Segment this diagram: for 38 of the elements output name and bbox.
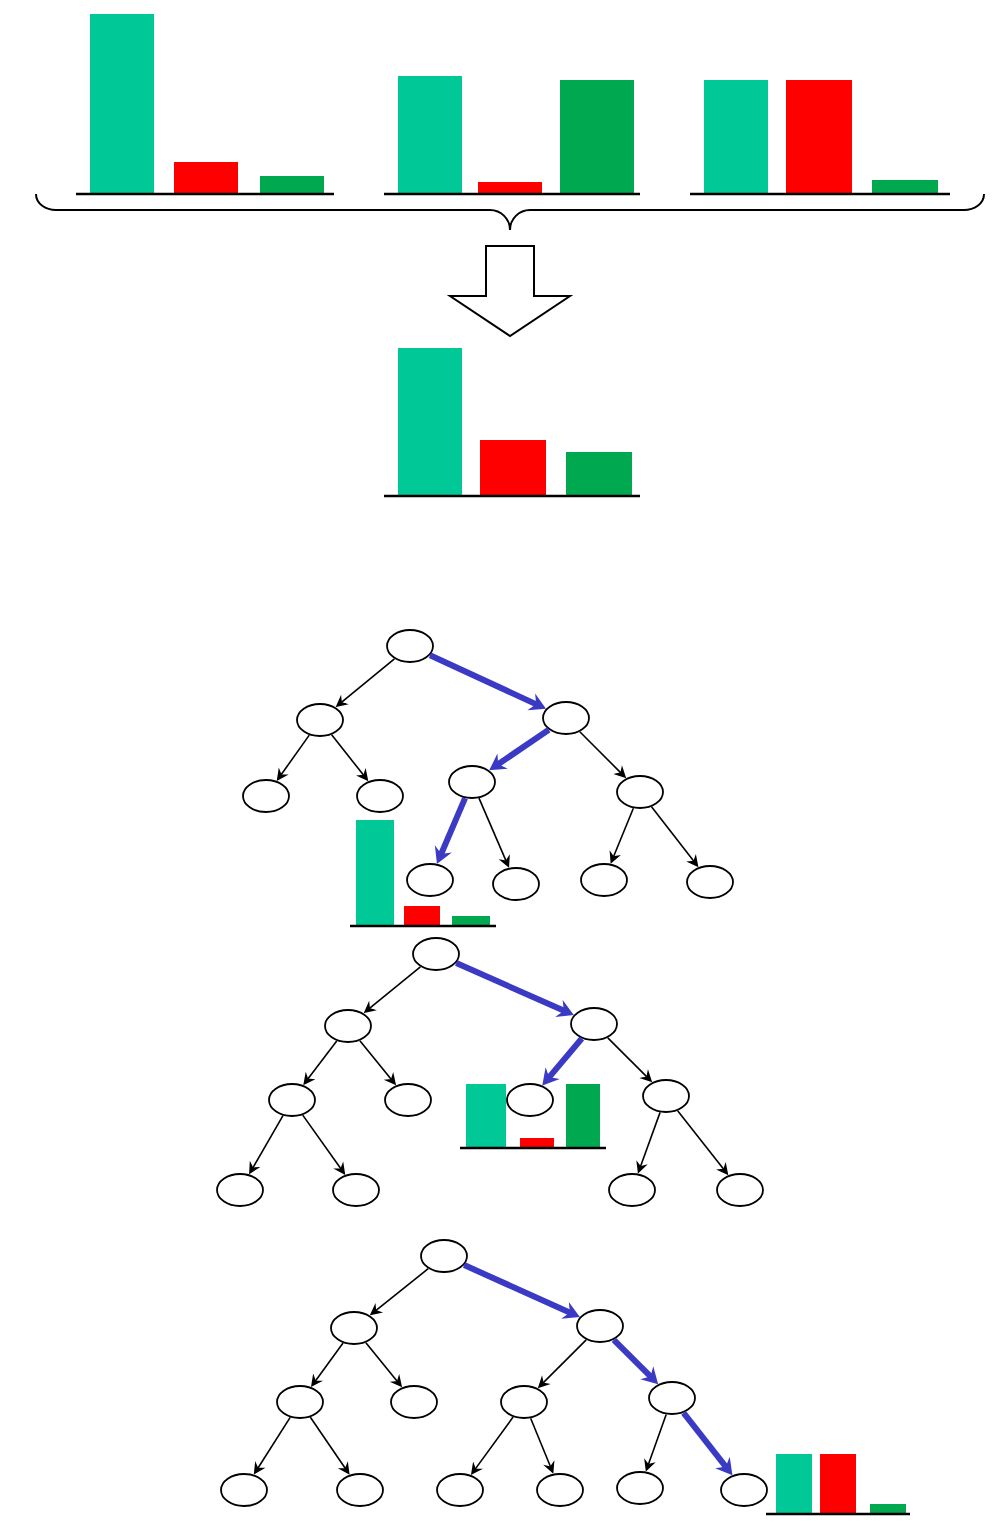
tree-node [268,1083,316,1117]
tree-node [576,1309,624,1343]
tree-node [332,1173,380,1207]
tree-node [616,1471,664,1505]
tree-node [506,1083,554,1117]
tree-node [570,1007,618,1041]
tree-node [608,1173,656,1207]
tree-node [580,863,628,897]
tree-node [686,865,734,899]
tree-node [390,1385,438,1419]
tree-node [324,1009,372,1043]
tree-node [720,1473,768,1507]
tree-node [276,1385,324,1419]
tree-node [242,779,290,813]
tree-node [616,775,664,809]
tree-node [330,1311,378,1345]
tree-node [542,701,590,735]
tree-node [384,1083,432,1117]
arrow [309,1416,350,1475]
tree-node [420,1239,468,1273]
tree-node [220,1473,268,1507]
tree-node [648,1381,696,1415]
tree-node [412,937,460,971]
tree-node [492,867,540,901]
tree-node [642,1079,690,1113]
tree-node [216,1173,264,1207]
arrow [301,1114,346,1175]
tree-node [406,863,454,897]
tree-node [536,1473,584,1507]
tree-node [386,629,434,663]
tree-node [448,765,496,799]
tree-node [436,1473,484,1507]
tree-node [336,1473,384,1507]
tree-node [716,1173,764,1207]
arrow [276,734,311,781]
tree-node [356,779,404,813]
tree-node [296,703,344,737]
tree-node [500,1385,548,1419]
